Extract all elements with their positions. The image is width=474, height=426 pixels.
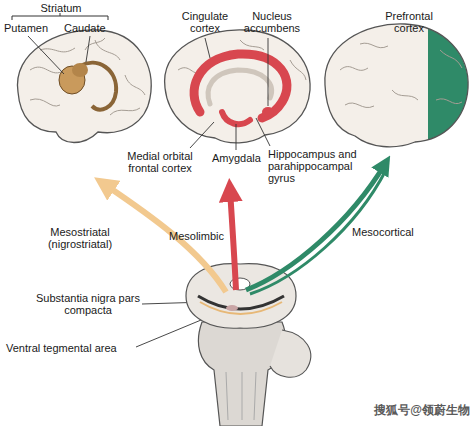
watermark: 搜狐号@领蔚生物 <box>326 404 470 417</box>
part-label: Substantia nigra pars compacta <box>36 292 140 316</box>
region-label: Nucleus accumbens <box>240 10 304 34</box>
left-brain <box>17 30 151 143</box>
pathway-label: Mesostriatal (nigrostriatal) <box>30 226 130 250</box>
right-brain <box>325 20 474 150</box>
striatum-bracket <box>12 13 108 20</box>
part-label: Ventral tegmental area <box>6 342 134 354</box>
region-label: Amygdala <box>212 152 264 164</box>
part-label: Putamen <box>4 22 54 34</box>
pathway-label: Mesocortical <box>352 226 432 238</box>
pathway-label: Mesolimbic <box>162 230 224 242</box>
middle-brain <box>165 30 310 143</box>
part-label: Caudate <box>64 22 116 34</box>
mesolimbic-pathway <box>230 190 236 290</box>
region-label: Prefrontal cortex <box>378 10 440 34</box>
region-label: Medial orbital frontal cortex <box>112 150 208 174</box>
region-label: Cingulate cortex <box>176 10 234 34</box>
bracket-label: Striatum <box>30 2 92 14</box>
region-label: Hippocampus and parahippocampal gyrus <box>268 148 360 184</box>
mesostriatal-pathway <box>104 184 226 292</box>
